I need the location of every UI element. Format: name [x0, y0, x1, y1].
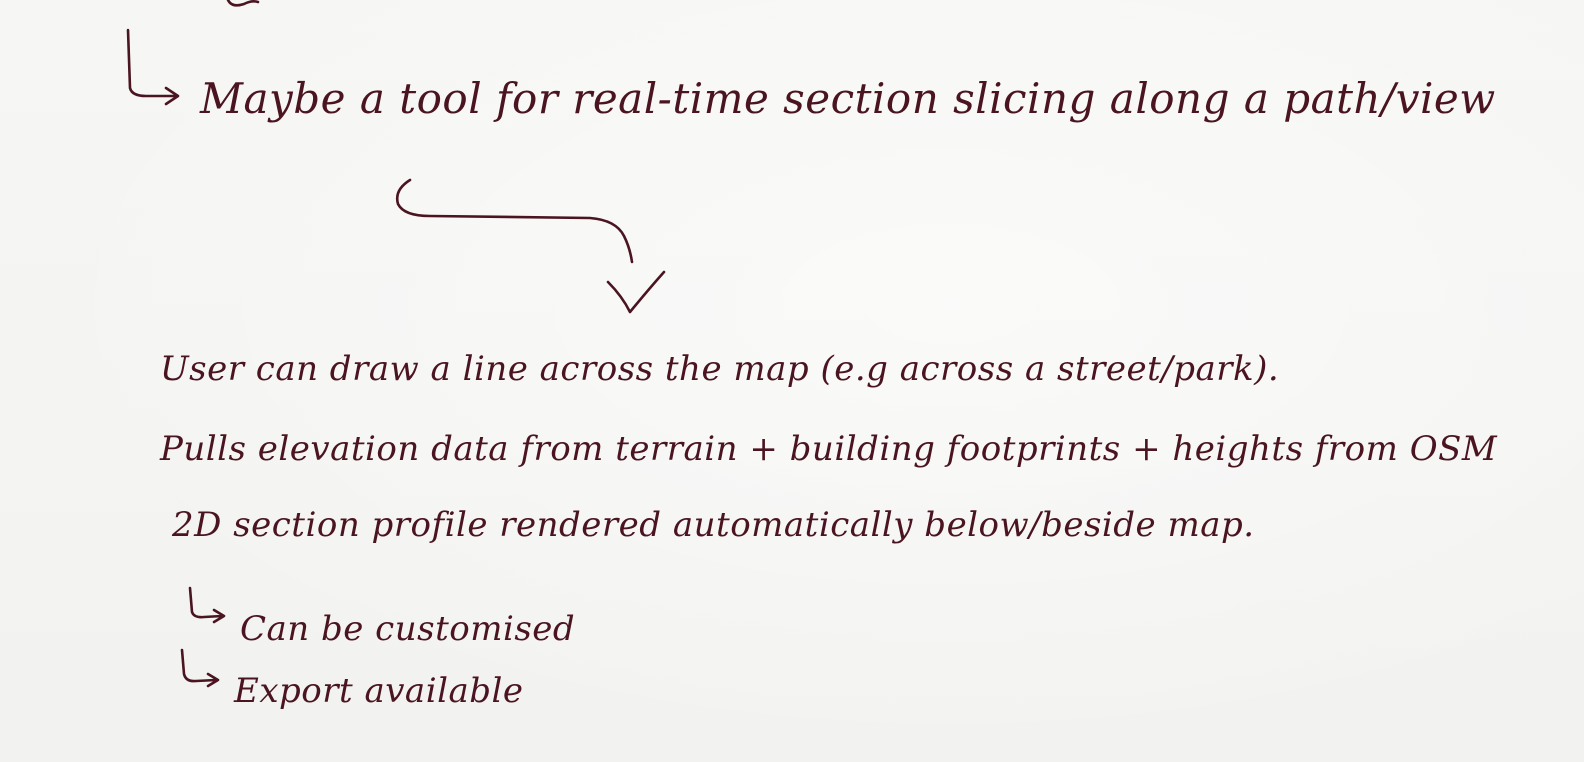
subitem-arrow-3 — [180, 648, 220, 688]
arrowhead-down — [606, 270, 666, 314]
top-edge-stroke — [226, 0, 260, 7]
note-line-export: Export available — [234, 671, 524, 711]
note-line-elevation-data: Pulls elevation data from terrain + buil… — [160, 429, 1498, 469]
note-line-customised: Can be customised — [240, 609, 576, 649]
subitem-arrow-2 — [188, 586, 226, 624]
note-line-section-profile: 2D section profile rendered automaticall… — [172, 505, 1255, 545]
subitem-arrow-1 — [126, 28, 180, 106]
note-line-draw-line: User can draw a line across the map (e.g… — [160, 349, 1280, 389]
note-line-tool-idea: Maybe a tool for real-time section slici… — [200, 74, 1496, 123]
curved-down-arrow — [395, 178, 634, 264]
